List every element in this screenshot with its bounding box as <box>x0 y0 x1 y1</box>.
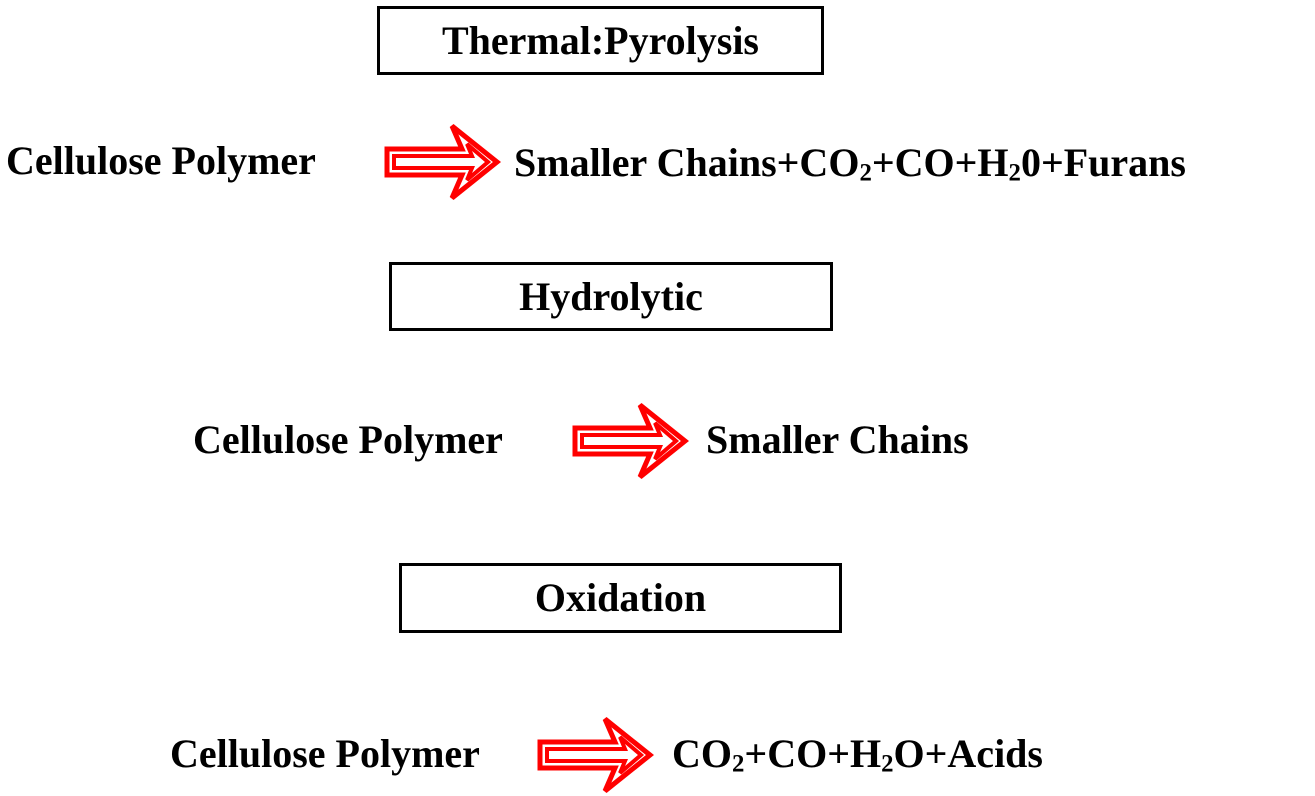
oxidation-title-box: Oxidation <box>399 563 842 633</box>
oxidation-title: Oxidation <box>534 575 707 620</box>
oxidation-products: CO2+CO+H2O+Acids <box>672 731 1043 778</box>
thermal-pyrolysis-title: Thermal:Pyrolysis <box>441 17 759 63</box>
oxidation-reactant: Cellulose Polymer <box>170 731 480 776</box>
hydrolytic-reaction-arrow-icon <box>572 401 690 481</box>
pyrolysis-products-part-c: 0+Furans <box>1020 140 1186 185</box>
pyrolysis-products-part-b: +CO+H <box>871 140 1009 185</box>
oxidation-products-part-b: +CO+H <box>744 731 882 776</box>
hydrolytic-products: Smaller Chains <box>706 420 969 460</box>
oxidation-products-co2-subscript: 2 <box>732 750 745 778</box>
oxidation-products-part-c: O+Acids <box>893 731 1043 776</box>
hydrolytic-title: Hydrolytic <box>519 273 703 319</box>
pyrolysis-products-h2-subscript: 2 <box>1008 159 1021 187</box>
pyrolysis-reactant: Cellulose Polymer <box>6 138 316 183</box>
hydrolytic-reactant: Cellulose Polymer <box>193 417 503 462</box>
thermal-pyrolysis-title-box: Thermal:Pyrolysis <box>377 6 824 75</box>
oxidation-products-part-a: CO <box>672 731 732 776</box>
pyrolysis-products-co2-subscript: 2 <box>859 159 872 187</box>
pyrolysis-products: Smaller Chains+CO2+CO+H20+Furans <box>514 140 1186 187</box>
oxidation-products-h2-subscript: 2 <box>881 750 894 778</box>
pyrolysis-reaction-arrow-icon <box>384 122 502 202</box>
pyrolysis-products-part-a: Smaller Chains+CO <box>514 140 860 185</box>
oxidation-reaction-arrow-icon <box>537 715 655 795</box>
hydrolytic-products-part-a: Smaller Chains <box>706 417 969 462</box>
hydrolytic-title-box: Hydrolytic <box>389 262 833 331</box>
